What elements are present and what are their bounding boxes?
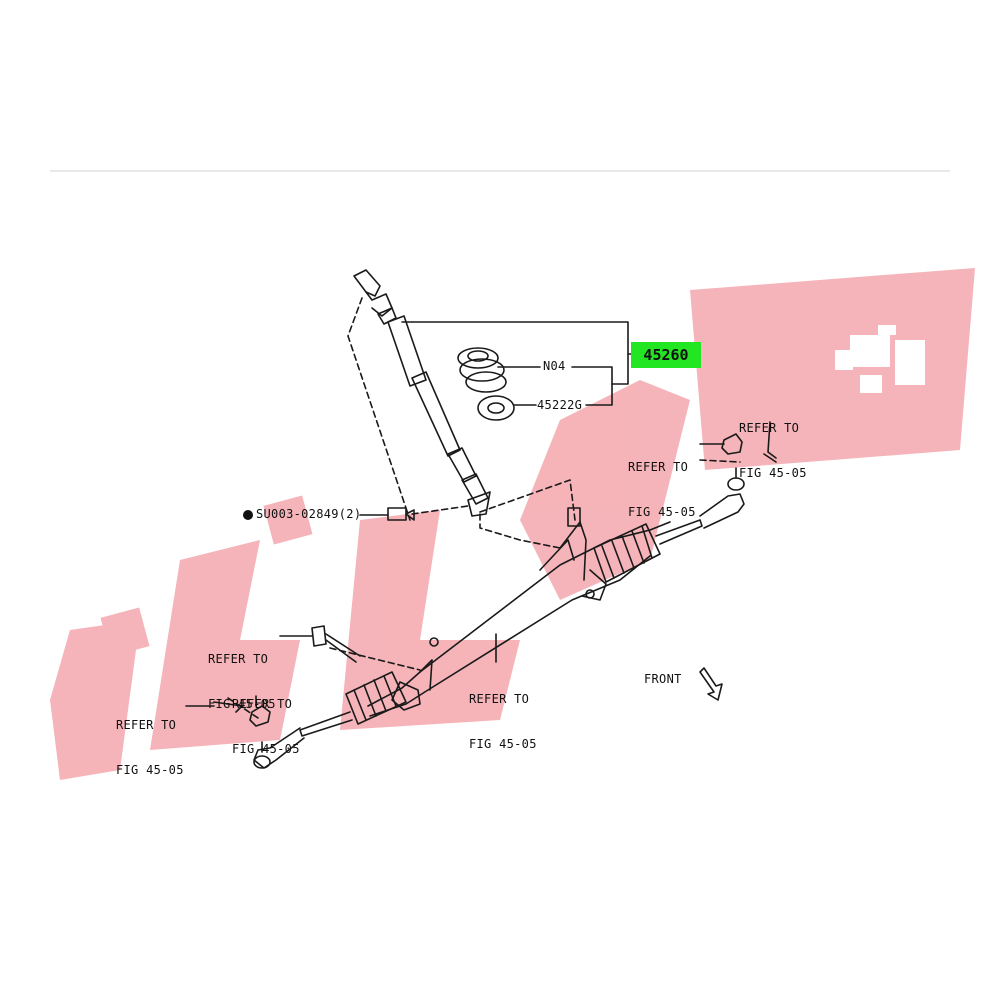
refer-line-2: FIG 45-05 [116,763,184,777]
refer-line-1: REFER TO [208,652,269,666]
left-nut [249,705,271,727]
assembly-part-number[interactable]: 45260 [631,342,701,368]
part-label-45222g[interactable]: 45222G [537,398,583,412]
rack-housing [367,507,671,717]
refer-line-2: FIG 45-05 [739,466,807,480]
refer-label-right-top[interactable]: REFER TO FIG 45-05 [739,391,807,511]
refer-label-left-nut[interactable]: REFER TO FIG 45-05 [232,667,300,787]
refer-line-2: FIG 45-05 [232,742,300,756]
front-arrow-icon [699,667,723,701]
right-nut [721,433,743,455]
refer-line-2: FIG 45-05 [208,697,276,711]
callout-brackets [401,321,633,406]
refer-line-1: REFER TO [469,692,530,706]
part-label-bolt[interactable]: SU003-02849(2) [256,507,362,521]
mounting-bolt [279,625,361,663]
seal [477,395,515,421]
refer-leaders [185,443,725,707]
refer-line-2: FIG 45-05 [469,737,537,751]
intermediate-shaft [353,269,491,517]
refer-line-1: REFER TO [116,718,177,732]
watermark-logo [50,268,975,780]
refer-line-2: FIG 45-05 [628,505,696,519]
refer-label-left-far[interactable]: REFER TO FIG 45-05 [116,688,184,808]
bullet-icon [243,510,253,520]
dashed-leaders [227,297,741,719]
refer-label-right-mid[interactable]: REFER TO FIG 45-05 [628,430,696,550]
refer-line-1: REFER TO [628,460,689,474]
left-tie-rod [253,711,353,769]
dust-boot [457,347,507,393]
refer-label-left-bolt[interactable]: REFER TO FIG 45-05 [208,622,276,742]
right-cotter-pin [763,421,777,463]
front-label: FRONT [644,672,682,686]
right-tie-rod [655,467,745,545]
refer-line-1: REFER TO [232,697,293,711]
pinch-bolt [359,507,415,521]
left-boot [345,671,407,725]
refer-label-center[interactable]: REFER TO FIG 45-05 [469,662,537,782]
refer-line-1: REFER TO [739,421,800,435]
left-cotter-pin [213,701,243,713]
part-label-n04[interactable]: N04 [543,359,566,373]
right-boot [593,523,661,583]
